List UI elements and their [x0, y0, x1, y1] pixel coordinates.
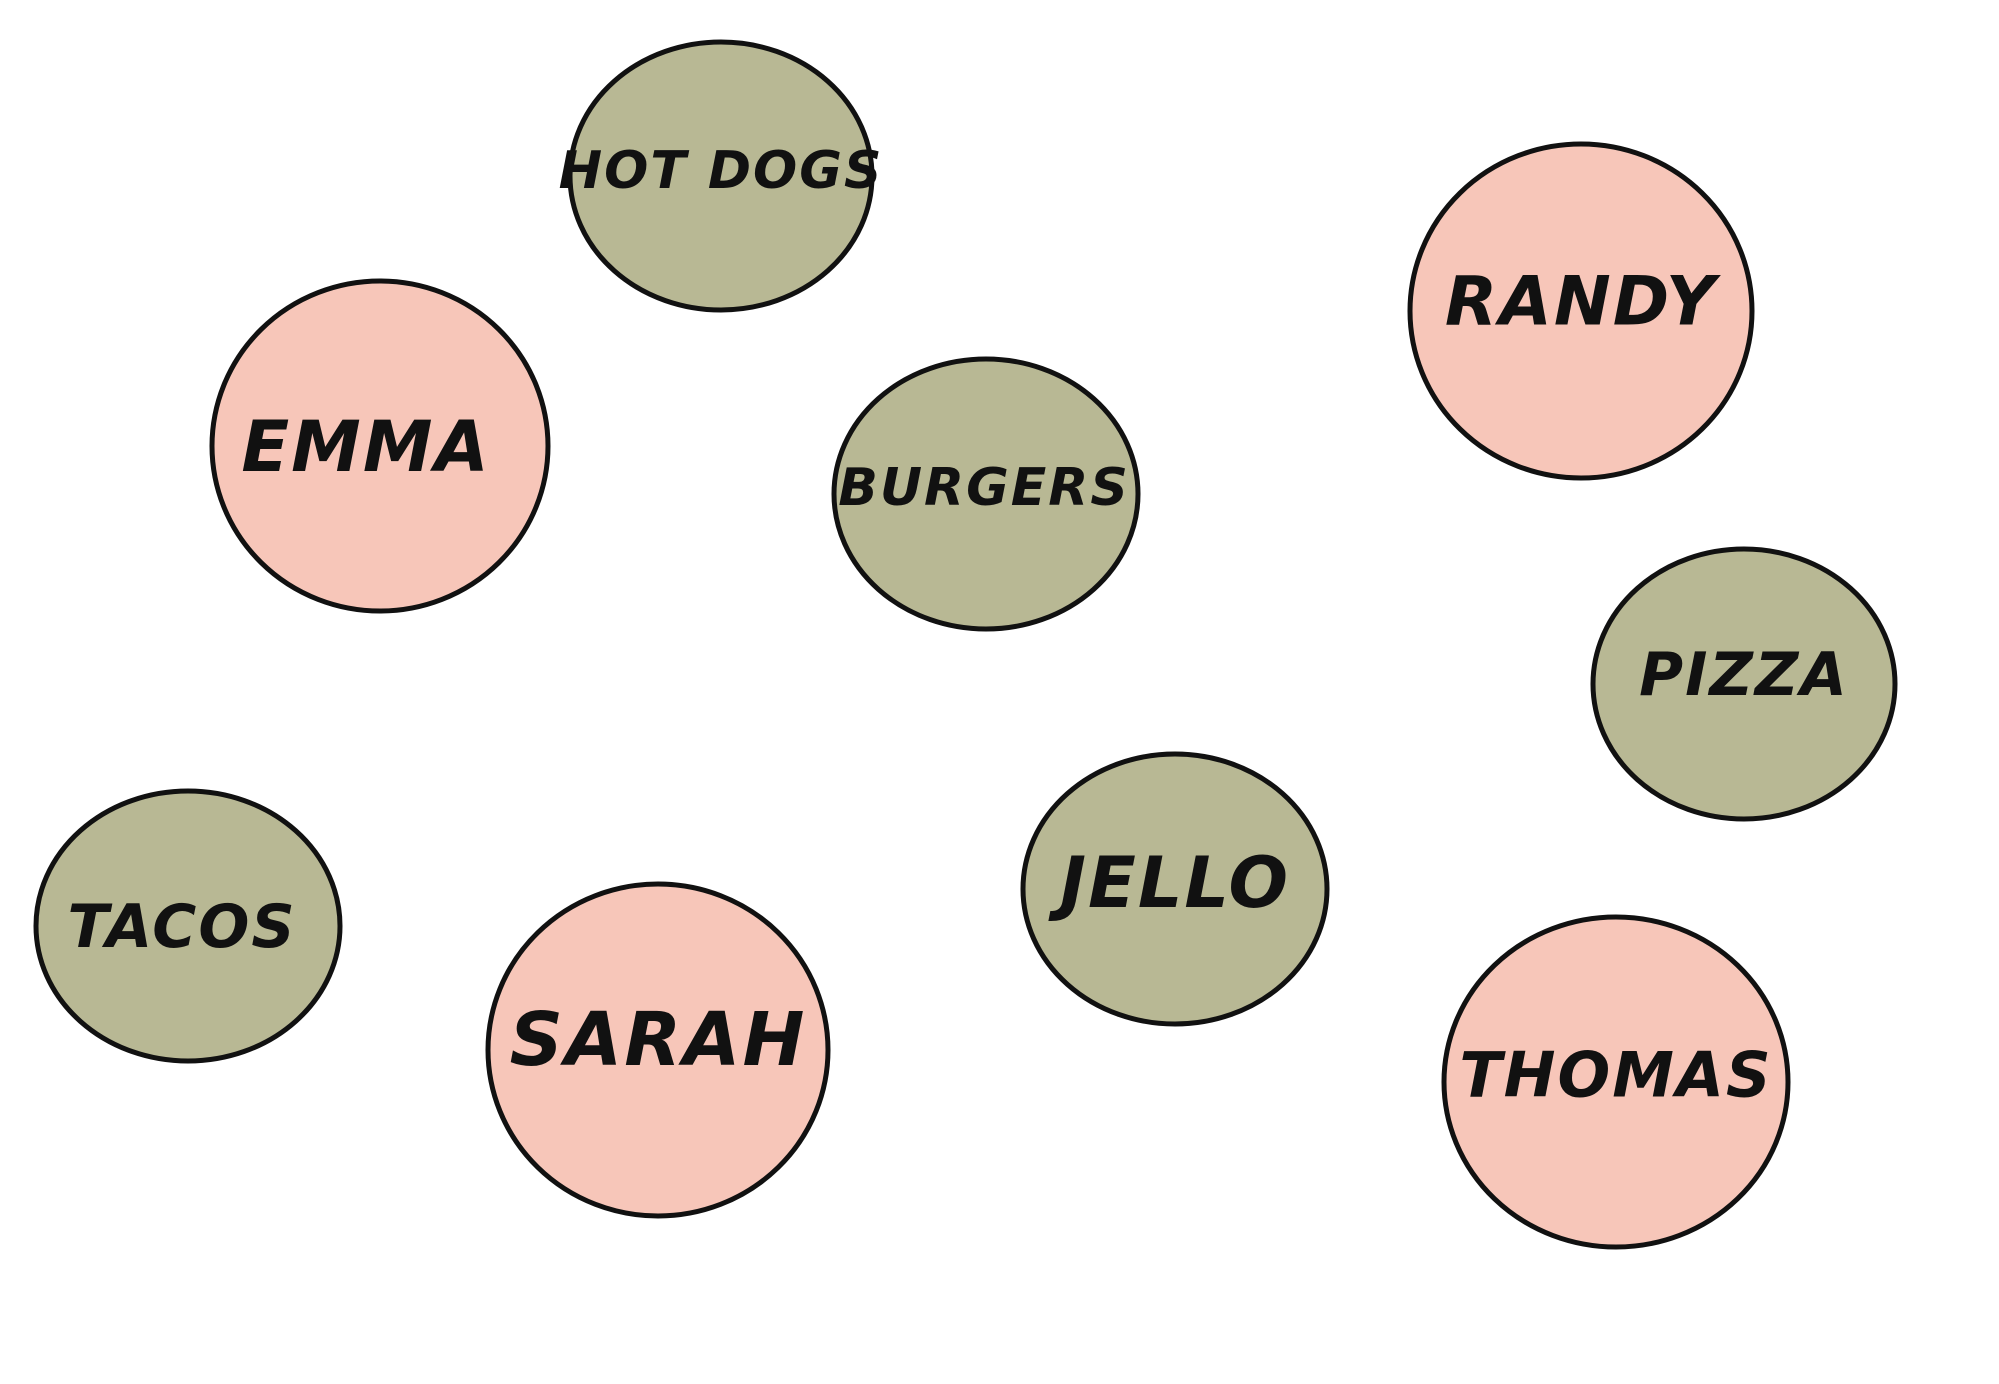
- tacos-circle: [33, 788, 343, 1064]
- node-emma: EMMA: [209, 278, 551, 614]
- tacos-label: TACOS: [67, 892, 296, 962]
- thomas-circle: [1441, 914, 1791, 1250]
- node-thomas: THOMAS: [1441, 914, 1791, 1250]
- hot-dogs-label: HOT DOGS: [559, 141, 884, 201]
- randy-circle: [1407, 141, 1755, 481]
- hot-dogs-circle: [567, 39, 875, 313]
- sarah-label: SARAH: [510, 997, 807, 1083]
- burgers-label: BURGERS: [838, 458, 1130, 518]
- thomas-label: THOMAS: [1459, 1039, 1772, 1112]
- sarah-circle: [485, 881, 831, 1219]
- node-pizza: PIZZA: [1590, 546, 1898, 822]
- emma-circle: [209, 278, 551, 614]
- node-sarah: SARAH: [485, 881, 831, 1219]
- jello-label: JELLO: [1048, 842, 1290, 924]
- node-jello: JELLO: [1020, 751, 1330, 1027]
- randy-label: RANDY: [1445, 263, 1722, 342]
- pizza-label: PIZZA: [1639, 640, 1849, 710]
- node-hot-dogs: HOT DOGS: [559, 39, 884, 313]
- node-tacos: TACOS: [33, 788, 343, 1064]
- emma-label: EMMA: [241, 406, 490, 488]
- node-randy: RANDY: [1407, 141, 1755, 481]
- burgers-circle: [831, 356, 1141, 632]
- pizza-circle: [1590, 546, 1898, 822]
- jello-circle: [1020, 751, 1330, 1027]
- node-burgers: BURGERS: [831, 356, 1141, 632]
